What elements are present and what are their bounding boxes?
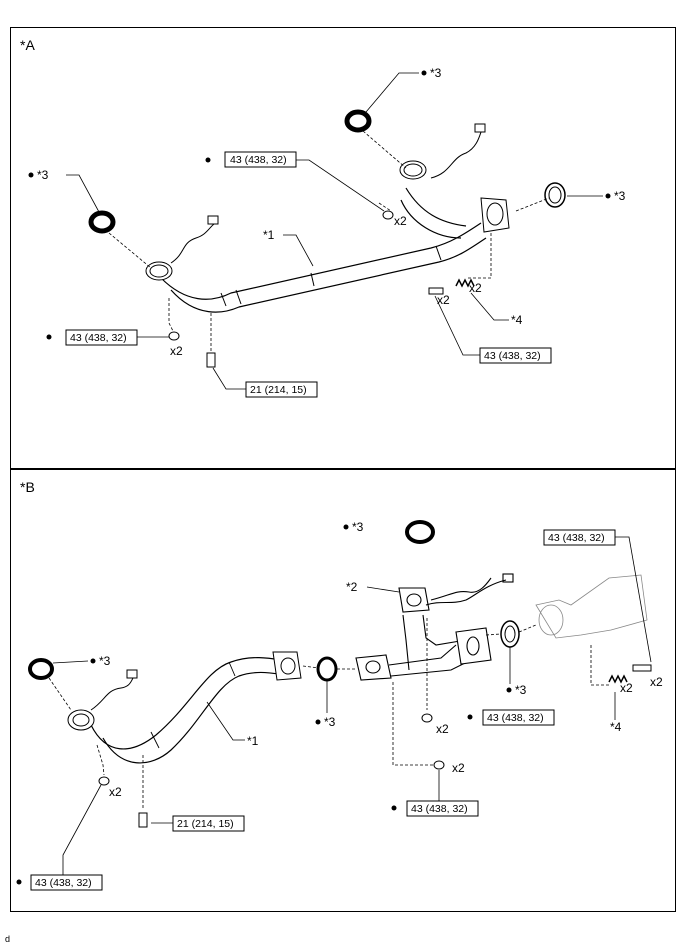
svg-text:43 (438, 32): 43 (438, 32) — [487, 712, 544, 724]
qty-nut-left: x2 — [170, 344, 183, 358]
callout-gasket-left: *3 — [28, 168, 100, 213]
panel-b-tag: *B — [20, 479, 35, 495]
svg-text:*3: *3 — [324, 715, 336, 729]
torque-nut-left: 43 (438, 32) x2 — [46, 329, 183, 358]
qty-spring-a: x2 — [469, 281, 482, 295]
svg-text:*2: *2 — [346, 580, 358, 594]
guide-lines-a — [108, 130, 550, 353]
spring-a — [455, 278, 475, 288]
svg-text:*3: *3 — [430, 66, 442, 80]
callout-b-spring: *4 — [610, 692, 622, 734]
callout-gasket-right: *3 — [567, 189, 626, 203]
bolt-b-right — [632, 664, 652, 672]
svg-text:43 (438, 32): 43 (438, 32) — [484, 350, 541, 362]
torque-bolt-right: 43 (438, 32) x2 x2 — [434, 281, 552, 364]
torque-b-bolt-bottom: 21 (214, 15) — [151, 815, 245, 832]
gasket-left — [88, 210, 116, 234]
callout-b-gasket-right: *3 — [506, 647, 527, 697]
svg-text:*3: *3 — [614, 189, 626, 203]
qty-b-spring: x2 — [620, 681, 633, 695]
gasket-b-left — [28, 658, 54, 680]
svg-text:*1: *1 — [263, 228, 275, 242]
front-exhaust-pipe — [145, 123, 510, 313]
svg-text:43 (438, 32): 43 (438, 32) — [70, 332, 127, 344]
svg-text:43 (438, 32): 43 (438, 32) — [35, 877, 92, 889]
gasket-b-right — [500, 620, 520, 648]
gasket-b-top — [405, 520, 435, 544]
torque-b-nut-bottom: 43 (438, 32) x2 — [391, 761, 479, 817]
front-exhaust-pipe-b — [67, 651, 302, 764]
svg-text:*3: *3 — [352, 520, 364, 534]
svg-text:*1: *1 — [247, 734, 259, 748]
qty-b-bolt-top-right: x2 — [650, 675, 663, 689]
callout-b-gasket-top: *3 — [343, 520, 364, 534]
gasket-b-mid — [316, 656, 338, 682]
gasket-top — [344, 109, 372, 133]
callout-gasket-top: *3 — [365, 66, 442, 113]
nut-b-bottom — [433, 760, 445, 770]
torque-b-bolt-top-right: 43 (438, 32) x2 x2 — [543, 529, 663, 695]
gasket-right — [544, 182, 566, 208]
nut-center — [382, 210, 394, 220]
torque-nut-center: 43 (438, 32) x2 — [205, 151, 407, 228]
callout-b-converter: *2 — [346, 580, 400, 594]
nut-b-left — [98, 776, 110, 786]
callout-b-pipe: *1 — [206, 701, 259, 748]
svg-text:21 (214, 15): 21 (214, 15) — [250, 384, 307, 396]
panel-b: *B — [10, 469, 676, 912]
nut-left — [168, 331, 180, 341]
catalytic-shell — [535, 574, 648, 639]
qty-nut-center: x2 — [394, 214, 407, 228]
bolt-bottom — [206, 352, 216, 368]
svg-text:21 (214, 15): 21 (214, 15) — [177, 818, 234, 830]
torque-b-nut-left: 43 (438, 32) x2 — [16, 784, 122, 891]
converter-assembly — [355, 573, 514, 681]
svg-text:*4: *4 — [610, 720, 622, 734]
callout-b-gasket-mid: *3 — [315, 680, 336, 729]
bolt-b-bottom — [138, 812, 148, 828]
svg-text:43 (438, 32): 43 (438, 32) — [548, 532, 605, 544]
panel-a-tag: *A — [20, 37, 35, 53]
svg-text:*3: *3 — [37, 168, 49, 182]
qty-b-nut-center: x2 — [436, 722, 449, 736]
qty-bolt-right: x2 — [437, 293, 450, 307]
torque-b-nut-center: 43 (438, 32) x2 — [436, 709, 555, 736]
callout-b-gasket-left: *3 — [52, 654, 111, 668]
spring-b — [608, 674, 628, 684]
qty-b-nut-left: x2 — [109, 785, 122, 799]
panel-a: *A — [10, 27, 676, 469]
guide-lines-b — [48, 618, 611, 810]
svg-text:*3: *3 — [515, 683, 527, 697]
torque-bolt-bottom: 21 (214, 15) — [212, 367, 318, 398]
figure-code: d — [5, 934, 11, 944]
panel-b-drawing: *B — [16, 479, 663, 891]
svg-text:*4: *4 — [511, 313, 523, 327]
nut-b-center — [421, 713, 433, 723]
svg-text:*3: *3 — [99, 654, 111, 668]
bolt-right — [428, 287, 444, 295]
panel-a-drawing: *A — [20, 37, 626, 398]
callout-spring: *4 — [470, 292, 523, 327]
svg-text:43 (438, 32): 43 (438, 32) — [411, 803, 468, 815]
callout-pipe: *1 — [263, 228, 314, 267]
svg-text:43 (438, 32): 43 (438, 32) — [230, 154, 287, 166]
qty-b-nut-bottom: x2 — [452, 761, 465, 775]
